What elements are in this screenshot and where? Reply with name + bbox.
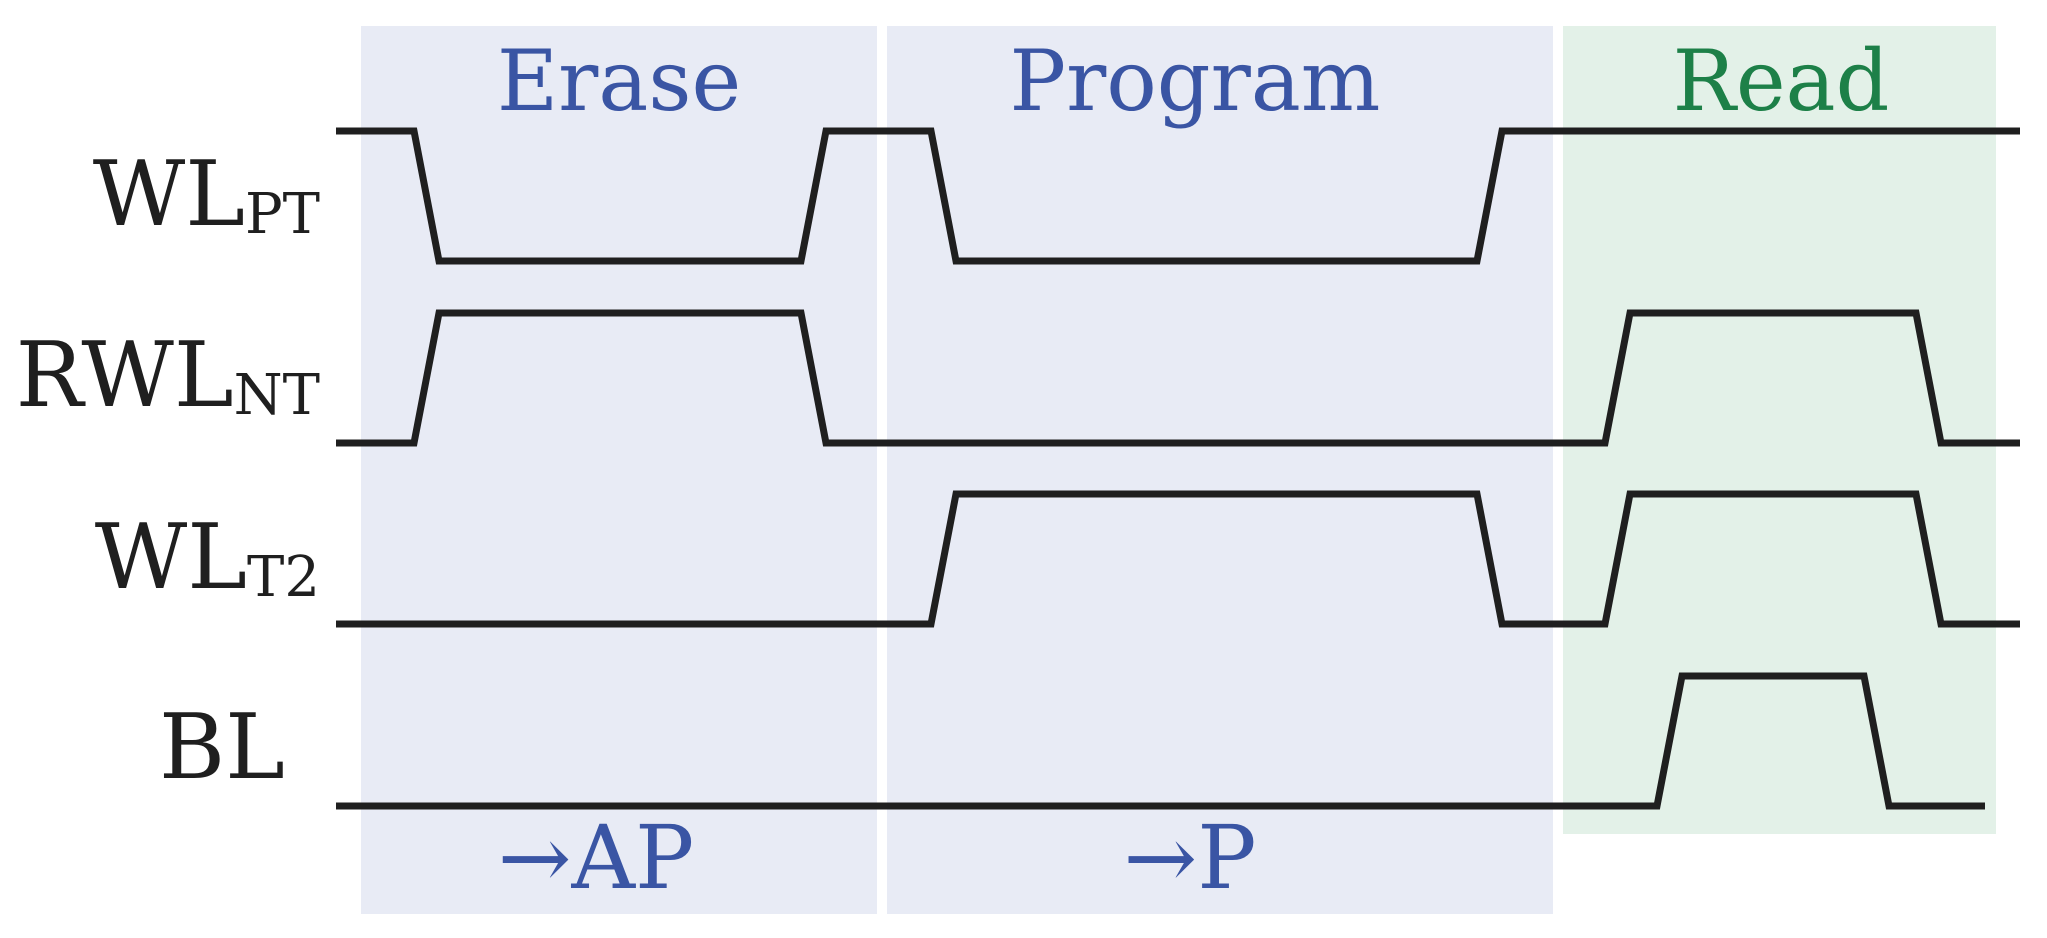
signal-label-wl-pt: WLPT	[93, 142, 320, 247]
waveform-bl	[336, 672, 1985, 810]
signal-label-wl-t2: WLT2	[95, 505, 320, 610]
signal-main-wl-pt: WL	[93, 142, 245, 247]
signal-label-bl: BL	[159, 695, 285, 800]
read-phase-panel	[1563, 26, 1996, 834]
read-phase-label: Read	[1673, 32, 1890, 130]
signal-main-rwl-nt: RWL	[16, 323, 234, 428]
erase-result-label: →AP	[498, 806, 695, 909]
waveform-wl-pt	[336, 127, 2020, 265]
erase-phase-panel	[361, 26, 877, 914]
signal-sub-wl-t2: T2	[247, 545, 320, 610]
program-phase-panel	[887, 26, 1553, 914]
signal-sub-rwl-nt: NT	[234, 363, 320, 428]
signal-label-rwl-nt: RWLNT	[16, 323, 320, 428]
waveform-rwl-nt	[336, 309, 2020, 447]
erase-phase-label: Erase	[497, 32, 741, 130]
program-result-label: →P	[1124, 806, 1257, 909]
signal-sub-wl-pt: PT	[245, 182, 320, 247]
signal-main-wl-t2: WL	[95, 505, 247, 610]
program-phase-label: Program	[1010, 32, 1381, 130]
waveform-wl-t2	[336, 490, 2020, 628]
